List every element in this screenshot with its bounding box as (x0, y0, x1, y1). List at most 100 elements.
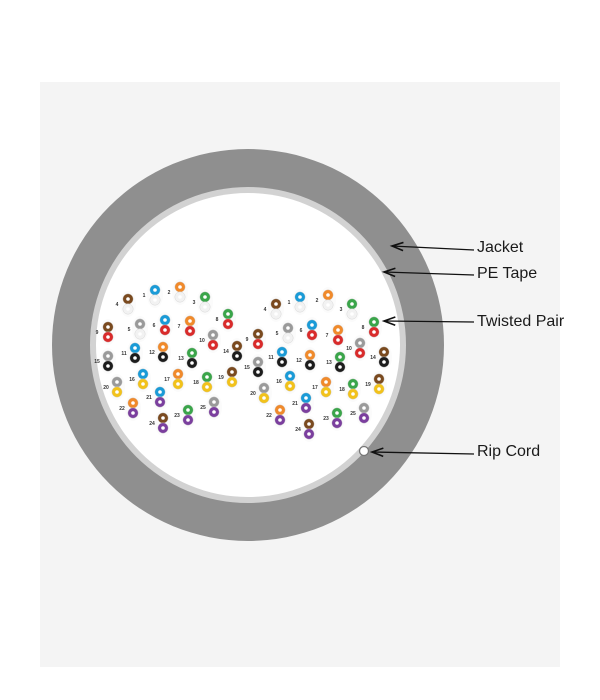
pair-number: 8 (362, 325, 365, 331)
conductor-ring-core (230, 380, 234, 384)
conductor-tip-core (235, 344, 239, 348)
conductor-tip-core (286, 326, 290, 330)
conductor-tip-core (382, 350, 386, 354)
twisted-pair-left-14: 14 (223, 338, 245, 364)
conductor-tip-core (161, 345, 165, 349)
pair-number: 3 (340, 307, 343, 313)
twisted-pair-right-25: 25 (350, 400, 372, 426)
twisted-pair-left-24: 24 (149, 410, 171, 436)
twisted-pair-right-15: 15 (244, 354, 266, 380)
conductor-tip-core (298, 295, 302, 299)
rip-cord-leader-arrowhead (369, 447, 384, 458)
conductor-ring-core (163, 328, 167, 332)
conductor-ring-core (106, 364, 110, 368)
pair-number: 8 (216, 317, 219, 323)
twisted-pair-left-22: 22 (119, 395, 141, 421)
pair-number: 4 (116, 302, 119, 308)
twisted-pair-right-12: 12 (296, 347, 318, 373)
pair-number: 16 (129, 377, 135, 383)
conductor-ring-core (211, 343, 215, 347)
pair-number: 25 (350, 411, 356, 417)
conductor-tip-core (350, 302, 354, 306)
conductor-ring-core (256, 370, 260, 374)
pair-number: 25 (200, 405, 206, 411)
pair-number: 4 (264, 307, 267, 313)
twisted-pair-left-18: 18 (193, 369, 215, 395)
conductor-tip-core (176, 372, 180, 376)
pair-number: 14 (223, 349, 229, 355)
pair-number: 13 (326, 360, 332, 366)
conductor-ring-core (304, 406, 308, 410)
twisted-pair-left-3: 3 (193, 289, 213, 315)
twisted-pair-left-16: 16 (129, 366, 151, 392)
twisted-pair-right-9: 9 (246, 326, 266, 352)
pair-number: 20 (103, 385, 109, 391)
twisted-pair-right-5: 5 (276, 320, 296, 346)
pair-number: 23 (174, 413, 180, 419)
pair-number: 22 (119, 406, 125, 412)
pair-number: 24 (149, 421, 155, 427)
pair-number: 11 (268, 355, 274, 361)
conductor-ring-core (286, 336, 290, 340)
pair-number: 16 (276, 379, 282, 385)
twisted-pair-left-15: 15 (94, 348, 116, 374)
twisted-pair-right-1: 1 (288, 289, 308, 315)
rip-cord (358, 445, 370, 457)
twisted-pair-right-8: 8 (362, 314, 382, 340)
conductor-tip-core (138, 322, 142, 326)
pair-number: 18 (193, 380, 199, 386)
twisted-pair-left-1: 1 (143, 282, 163, 308)
conductor-ring-core (138, 332, 142, 336)
twisted-pair-right-20: 20 (250, 380, 272, 406)
conductor-ring-core (131, 411, 135, 415)
conductor-tip-core (115, 380, 119, 384)
conductor-tip-core (362, 406, 366, 410)
conductor-ring-core (176, 382, 180, 386)
conductor-tip-core (131, 401, 135, 405)
conductor-tip-core (338, 355, 342, 359)
pe-tape-leader-arrowhead (381, 267, 396, 278)
twisted-pair-right-7: 7 (326, 322, 346, 348)
conductor-ring-core (377, 387, 381, 391)
twisted-pair-left-19: 19 (218, 364, 240, 390)
conductor-tip-core (158, 390, 162, 394)
conductor-ring-core (158, 400, 162, 404)
conductor-tip-core (230, 370, 234, 374)
pair-number: 19 (218, 375, 224, 381)
pair-number: 6 (300, 328, 303, 334)
conductor-ring-core (326, 303, 330, 307)
conductor-ring-core (274, 312, 278, 316)
pair-number: 1 (288, 300, 291, 306)
pair-number: 23 (323, 416, 329, 422)
pair-number: 14 (370, 355, 376, 361)
conductor-tip-core (308, 353, 312, 357)
conductor-tip-core (226, 312, 230, 316)
twisted-pair-left-21: 21 (146, 384, 168, 410)
twisted-pair-right-11: 11 (268, 344, 290, 370)
twisted-pair-right-22: 22 (266, 402, 288, 428)
conductor-ring-core (256, 342, 260, 346)
rip-cord-label: Rip Cord (477, 443, 541, 460)
callout-leaders (369, 241, 475, 458)
pair-number: 9 (96, 330, 99, 336)
twisted-pair-right-23: 23 (323, 405, 345, 431)
conductor-ring-core (141, 382, 145, 386)
conductor-tip-core (186, 408, 190, 412)
pair-number: 6 (153, 323, 156, 329)
cable-core (96, 193, 400, 497)
conductor-ring-core (382, 360, 386, 364)
pair-number: 17 (164, 377, 170, 383)
conductor-tip-core (262, 386, 266, 390)
conductor-tip-core (278, 408, 282, 412)
twisted-pair-right-19: 19 (365, 371, 387, 397)
conductor-tip-core (304, 396, 308, 400)
pair-number: 18 (339, 387, 345, 393)
conductor-tip-core (212, 400, 216, 404)
conductor-tip-core (205, 375, 209, 379)
twisted-pair-right-21: 21 (292, 390, 314, 416)
conductor-tip-core (153, 288, 157, 292)
conductor-tip-core (288, 374, 292, 378)
conductor-ring-core (126, 307, 130, 311)
pair-number: 10 (199, 338, 205, 344)
